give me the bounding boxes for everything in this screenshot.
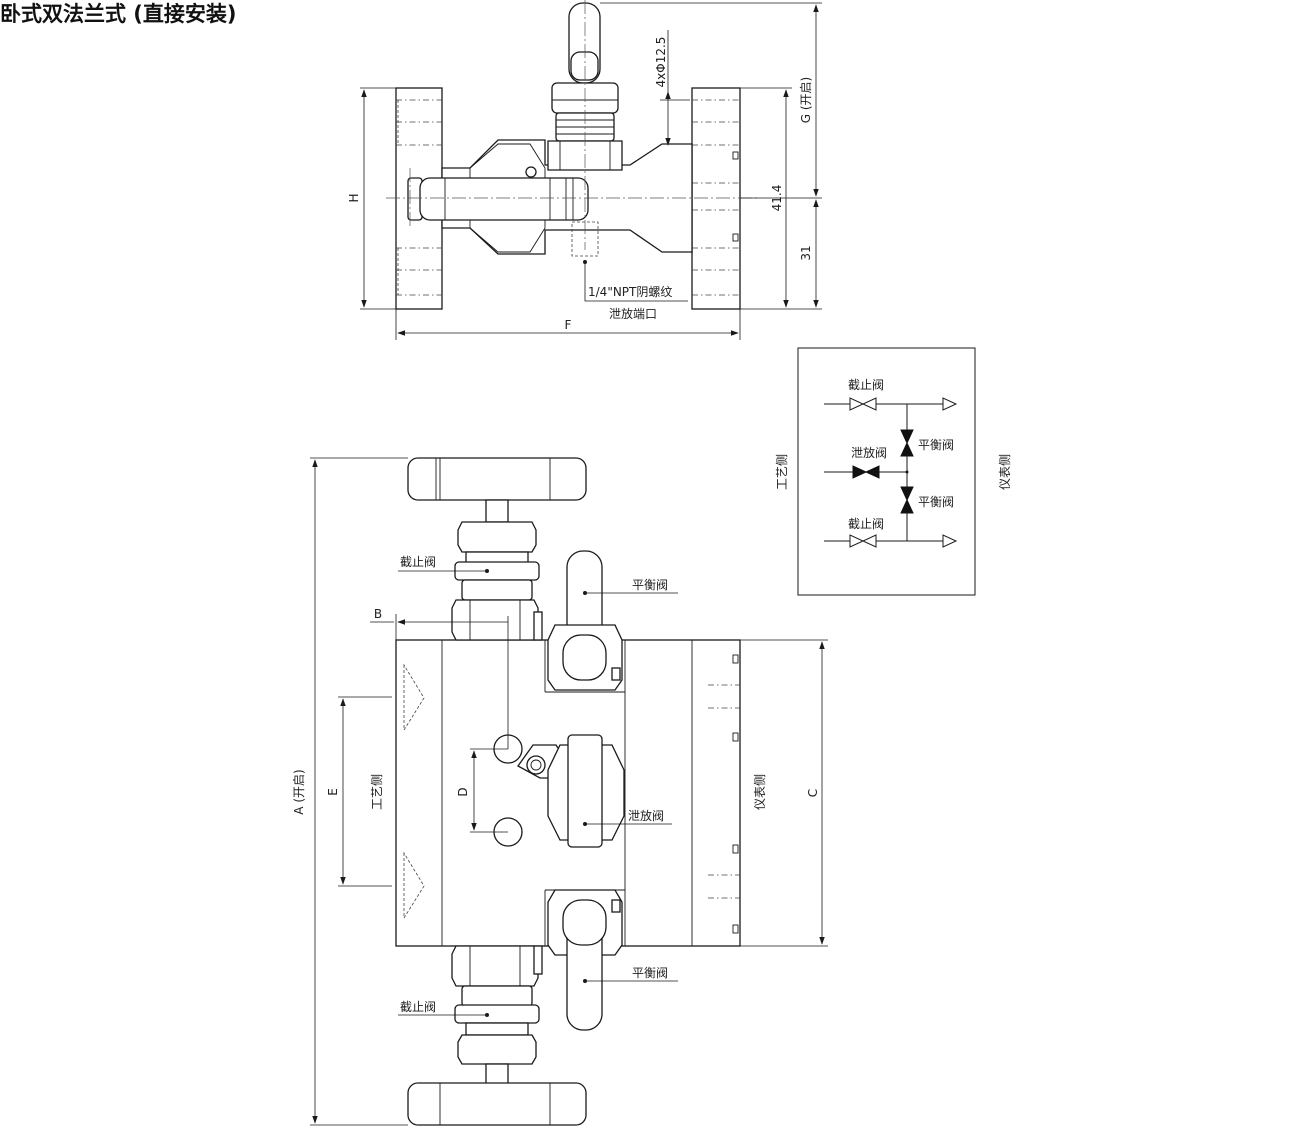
dim-h-label: H: [347, 193, 361, 202]
top-stop-valve: [457, 521, 537, 553]
dim-b-label: B: [374, 607, 382, 621]
bottom-stop-valve: [451, 945, 539, 987]
callout-stop-valve-top: 截止阀: [400, 555, 436, 569]
port-note-thread: 1/4"NPT阴螺纹: [588, 285, 672, 299]
schematic-label-stop-valve-bottom: 截止阀: [848, 517, 884, 531]
valve-schematic: 截止阀 平衡阀 泄放阀 平衡阀 截止阀 工艺侧 仪表侧: [775, 347, 1012, 596]
page-title: 卧式双法兰式 (直接安装): [0, 2, 237, 26]
schematic-label-balance-valve-top: 平衡阀: [918, 438, 954, 452]
callout-balance-valve-bottom: 平衡阀: [632, 966, 668, 980]
front-view: A (开启) B C D E 工艺侧 仪表侧 截止阀 平衡阀 泄放阀 平衡阀 截…: [292, 457, 828, 1126]
front-process-side-label: 工艺侧: [370, 774, 384, 810]
schematic-instrument-side-label: 仪表侧: [998, 454, 1012, 490]
dim-c-label: C: [806, 789, 820, 797]
dim-31-label: 31: [799, 245, 813, 260]
vent-valve-stem: [567, 734, 603, 848]
dim-f-label: F: [565, 318, 572, 332]
dim-d-label: D: [456, 787, 470, 796]
dim-a-label: A (开启): [292, 769, 306, 814]
bottom-stop-valve-handle: [407, 1082, 587, 1126]
top-view: H F 4xΦ12.5 G (开启) 41.4 31 1/4"NPT阴螺纹 泄放…: [347, 0, 822, 340]
schematic-process-side-label: 工艺侧: [775, 454, 789, 490]
top-view-handle: [419, 177, 589, 221]
front-instrument-side-label: 仪表侧: [753, 774, 767, 810]
dim-41-4-label: 41.4: [770, 185, 784, 212]
dim-e-label: E: [326, 788, 340, 796]
right-flange: [691, 87, 741, 310]
dim-bolt-holes-label: 4xΦ12.5: [654, 37, 668, 88]
callout-stop-valve-bottom: 截止阀: [400, 1000, 436, 1014]
schematic-label-stop-valve-top: 截止阀: [848, 378, 884, 392]
top-stop-valve-handle: [407, 457, 587, 501]
port-note-vent: 泄放端口: [609, 306, 657, 321]
dim-g-label: G (开启): [799, 77, 813, 123]
callout-vent-valve: 泄放阀: [628, 808, 664, 823]
callout-balance-valve-top: 平衡阀: [632, 578, 668, 592]
schematic-label-vent-valve: 泄放阀: [851, 445, 887, 460]
schematic-label-balance-valve-bottom: 平衡阀: [918, 495, 954, 509]
